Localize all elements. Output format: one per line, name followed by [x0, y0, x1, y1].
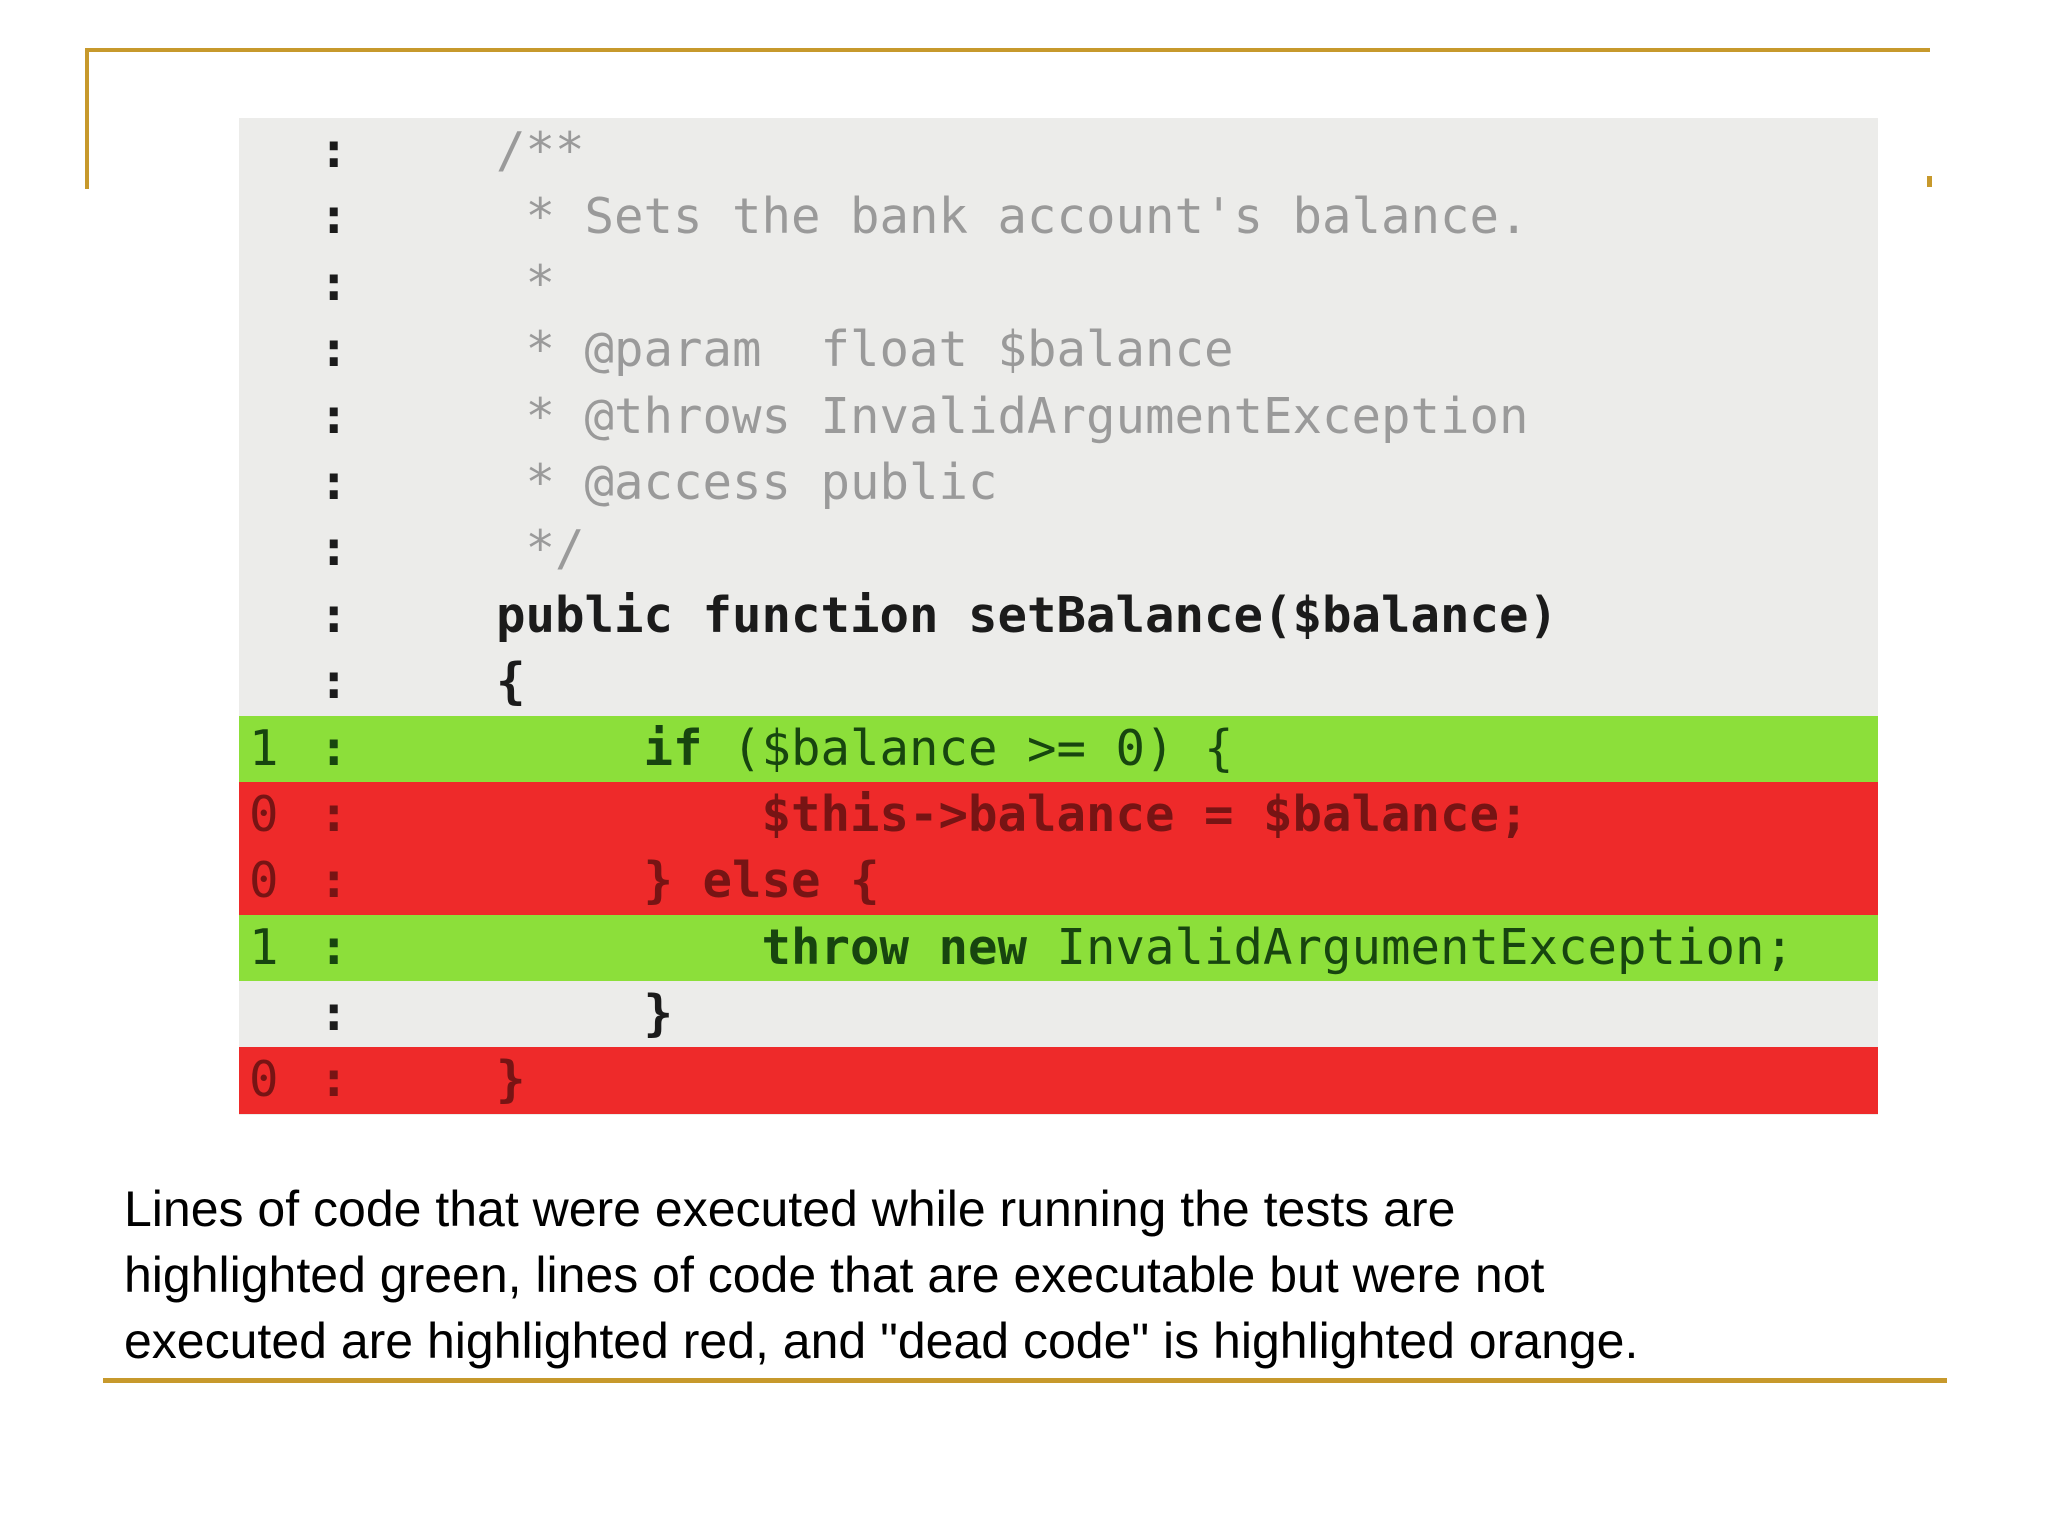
line-number [239, 251, 319, 317]
code-text: * Sets the bank account's balance. [348, 188, 1529, 246]
line-colon: : [319, 785, 349, 843]
code-text: public function setBalance($balance) [348, 586, 1559, 644]
code-line: : public function setBalance($balance) [239, 583, 1878, 649]
code-line: 0: $this->balance = $balance; [239, 781, 1878, 849]
caption-line: Lines of code that were executed while r… [124, 1181, 1456, 1237]
line-colon: : [319, 520, 349, 578]
code-text: } [348, 985, 674, 1043]
code-text: * [348, 254, 556, 312]
code-text: if ($balance >= 0) { [643, 719, 1234, 777]
code-line: : /** [239, 118, 1878, 184]
code-text: $this->balance = $balance; [761, 785, 1529, 843]
code-line: 0: } else { [239, 848, 1878, 915]
code-line: 1: if ($balance >= 0) { [239, 715, 1878, 782]
line-number: 1 [249, 918, 279, 976]
code-text: /** [348, 122, 585, 179]
caption: Lines of code that were executed while r… [124, 1176, 1984, 1374]
code-text: } else { [643, 852, 880, 910]
line-colon: : [319, 918, 349, 976]
line-colon: : [319, 1051, 349, 1109]
code-text: * @access public [348, 453, 998, 511]
line-colon: : [319, 453, 349, 511]
line-number [239, 450, 319, 516]
gold-bottom-rule [103, 1378, 1947, 1383]
gold-right-tick [1927, 176, 1932, 187]
line-colon: : [319, 985, 349, 1043]
line-colon: : [319, 719, 349, 777]
caption-line: highlighted green, lines of code that ar… [124, 1247, 1545, 1303]
code-text: } [496, 1051, 526, 1109]
line-colon: : [319, 188, 349, 246]
line-number [239, 384, 319, 450]
line-colon: : [319, 586, 349, 644]
code-line: : * [239, 251, 1878, 317]
line-colon: : [319, 321, 349, 379]
line-number [239, 583, 319, 649]
line-number: 0 [249, 852, 279, 910]
code-text: throw new InvalidArgumentException; [761, 918, 1795, 976]
code-text: * @param float $balance [348, 321, 1234, 379]
line-colon: : [319, 387, 349, 445]
line-number: 1 [249, 719, 279, 777]
line-number [239, 118, 319, 184]
caption-line: executed are highlighted red, and "dead … [124, 1313, 1639, 1369]
code-line: : * @access public [239, 450, 1878, 516]
code-line: : } [239, 981, 1878, 1047]
code-line: : * @throws InvalidArgumentException [239, 384, 1878, 450]
line-colon: : [319, 852, 349, 910]
code-text: { [348, 653, 526, 711]
line-number [239, 184, 319, 250]
line-number [239, 317, 319, 383]
code-line: : */ [239, 516, 1878, 582]
line-colon: : [319, 254, 349, 312]
gold-top-rule [85, 48, 1930, 52]
line-number [239, 981, 319, 1047]
line-colon: : [319, 653, 349, 711]
line-number: 0 [249, 1051, 279, 1109]
line-number: 0 [249, 785, 279, 843]
code-line: : * @param float $balance [239, 317, 1878, 383]
gold-left-rule [85, 48, 89, 189]
code-text: */ [348, 520, 585, 578]
line-number [239, 516, 319, 582]
code-line: : { [239, 649, 1878, 715]
code-line: : * Sets the bank account's balance. [239, 184, 1878, 250]
line-colon: : [319, 122, 349, 179]
code-line: 1: throw new InvalidArgumentException; [239, 914, 1878, 982]
line-number [239, 649, 319, 715]
code-text: * @throws InvalidArgumentException [348, 387, 1529, 445]
code-line: 0: } [239, 1047, 1878, 1114]
code-coverage-block: : /**: * Sets the bank account's balance… [239, 118, 1878, 1115]
